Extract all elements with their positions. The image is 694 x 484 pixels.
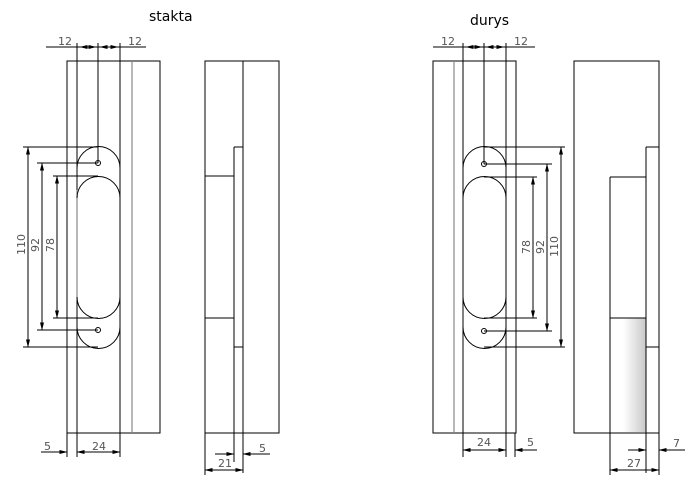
dim-side-27: 27 xyxy=(627,457,641,470)
dim-92: 92 xyxy=(29,238,42,252)
dim-top-12-left: 12 xyxy=(441,35,455,48)
dim-92: 92 xyxy=(534,240,547,254)
stakta-front-view: 110 92 78 12 12 5 24 xyxy=(15,35,161,457)
dim-side-5: 5 xyxy=(259,442,266,455)
title-stakta: stakta xyxy=(149,9,193,25)
dim-side-21: 21 xyxy=(218,457,232,470)
dim-bottom-24: 24 xyxy=(477,436,491,449)
dim-bottom-5: 5 xyxy=(527,436,534,449)
durys-front-view: 78 92 110 12 12 24 5 xyxy=(432,35,565,457)
durys-side-view: 7 27 xyxy=(573,60,685,475)
dim-top-12-right: 12 xyxy=(514,35,528,48)
stakta-side-view: 5 21 xyxy=(204,60,280,475)
dim-110: 110 xyxy=(15,234,28,255)
dim-110: 110 xyxy=(548,236,561,257)
dim-top-12-right: 12 xyxy=(128,35,142,48)
dim-side-7: 7 xyxy=(673,437,680,450)
dim-bottom-5: 5 xyxy=(44,440,51,453)
dim-78: 78 xyxy=(44,238,57,252)
title-durys: durys xyxy=(470,13,509,29)
dim-top-12-left: 12 xyxy=(58,35,72,48)
dim-bottom-24: 24 xyxy=(92,440,106,453)
dim-78: 78 xyxy=(520,240,533,254)
